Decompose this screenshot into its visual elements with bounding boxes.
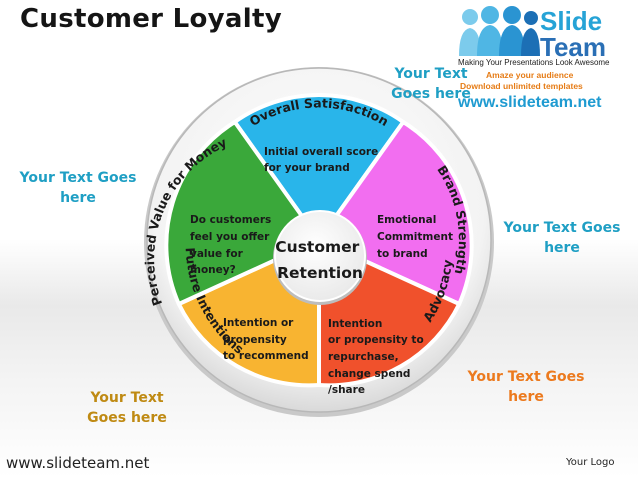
logo-url: www.slideteam.net xyxy=(458,94,602,111)
segment-brand-strength xyxy=(317,120,474,306)
note-bottom-left-line1: Your Text xyxy=(90,390,164,406)
note-top-right-line1: Your Text xyxy=(394,66,468,82)
note-left-line2: here xyxy=(60,190,96,206)
segment-text-right: Emotional Commitment to brand xyxy=(377,214,457,260)
slideteam-logo: Slide Team Making Your Presentations Loo… xyxy=(456,4,632,116)
segment-text-left: Do customers feel you offer value for mo… xyxy=(190,214,275,276)
note-bottom-left: Your Text Goes here xyxy=(80,388,174,428)
note-right-line2: here xyxy=(544,240,580,256)
hub-label: Customer Retention xyxy=(275,238,364,282)
segment-text-bottom-right: Intention or propensity to repurchase, c… xyxy=(328,318,427,396)
note-bottom-right: Your Text Goes here xyxy=(464,367,588,407)
segment-text-bottom-left: Intention or propensity to recommend xyxy=(223,317,309,362)
slide-title: Customer Loyalty xyxy=(20,4,282,34)
note-top-right: Your Text Goes here xyxy=(386,64,476,104)
logo-download-text: Download unlimited templates xyxy=(460,81,583,91)
hub-circle xyxy=(274,210,366,302)
note-top-right-line2: Goes here xyxy=(391,86,471,102)
note-right-line1: Your Text Goes xyxy=(503,220,621,236)
note-bottom-left-line2: Goes here xyxy=(87,410,167,426)
footer-url: www.slideteam.net xyxy=(6,454,150,472)
segment-perceived-value xyxy=(164,120,321,306)
note-left: Your Text Goes here xyxy=(16,168,140,208)
logo-amaze-text: Amaze your audience xyxy=(486,70,574,80)
segment-overall-satisfaction xyxy=(232,93,406,242)
people-icon xyxy=(459,6,540,56)
note-bottom-right-line1: Your Text Goes xyxy=(467,369,585,385)
note-left-line1: Your Text Goes xyxy=(19,170,137,186)
logo-brand-line1: Slide xyxy=(540,6,603,36)
logo-brand-line2: Team xyxy=(540,32,606,62)
note-bottom-right-line2: here xyxy=(508,389,544,405)
note-right: Your Text Goes here xyxy=(500,218,624,258)
footer-logo-text: Your Logo xyxy=(566,457,615,468)
logo-tagline: Making Your Presentations Look Awesome xyxy=(458,58,610,67)
segment-text-top: Initial overall score for your brand xyxy=(264,146,382,174)
